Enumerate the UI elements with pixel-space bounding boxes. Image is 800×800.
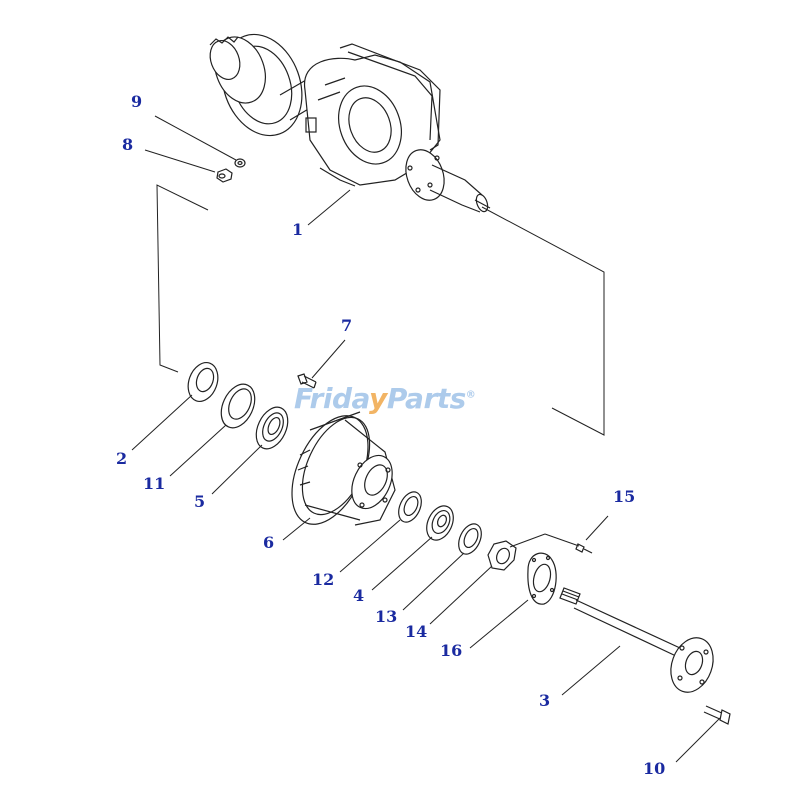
bearing-race-part-11 (220, 383, 256, 429)
part-label-1: 1 (292, 220, 304, 239)
part-label-10: 10 (643, 759, 666, 778)
lock-washer-part-13 (458, 523, 482, 555)
watermark-text-2: Parts (386, 382, 466, 415)
part-label-6: 6 (263, 533, 275, 552)
bearing-part-5 (255, 406, 289, 450)
part-label-4: 4 (353, 586, 365, 605)
gasket-part-16 (527, 552, 557, 605)
assembly-lines (156, 184, 605, 436)
watermark-text-1: Frida (294, 382, 370, 415)
nut-part-14 (487, 540, 517, 571)
seal-part-2 (187, 362, 219, 402)
bolt-part-10 (703, 705, 731, 725)
part-label-13: 13 (375, 607, 398, 626)
plug-part-8 (216, 168, 233, 183)
part-label-9: 9 (131, 92, 143, 111)
part-label-14: 14 (405, 622, 428, 641)
part-label-8: 8 (122, 135, 134, 154)
part-label-15: 15 (613, 487, 636, 506)
watermark-accent: y (369, 382, 387, 415)
part-label-16: 16 (440, 641, 463, 660)
part-label-3: 3 (539, 691, 551, 710)
bolt-part-7 (297, 373, 317, 389)
axle-shaft-part-3 (559, 587, 714, 693)
bearing-race-part-12 (398, 491, 422, 523)
washer-part-9 (234, 158, 246, 168)
part-label-2: 2 (116, 449, 128, 468)
watermark-logo: FridayParts® (294, 382, 476, 415)
watermark-registered-mark: ® (465, 389, 476, 401)
part-label-11: 11 (143, 474, 166, 493)
leader-lines (131, 115, 721, 763)
axle-housing-part-1 (209, 33, 491, 213)
bearing-part-4 (426, 505, 454, 541)
part-label-7: 7 (341, 316, 353, 335)
part-label-5: 5 (194, 492, 206, 511)
wheel-hub-part-6 (291, 411, 396, 526)
part-label-12: 12 (312, 570, 335, 589)
